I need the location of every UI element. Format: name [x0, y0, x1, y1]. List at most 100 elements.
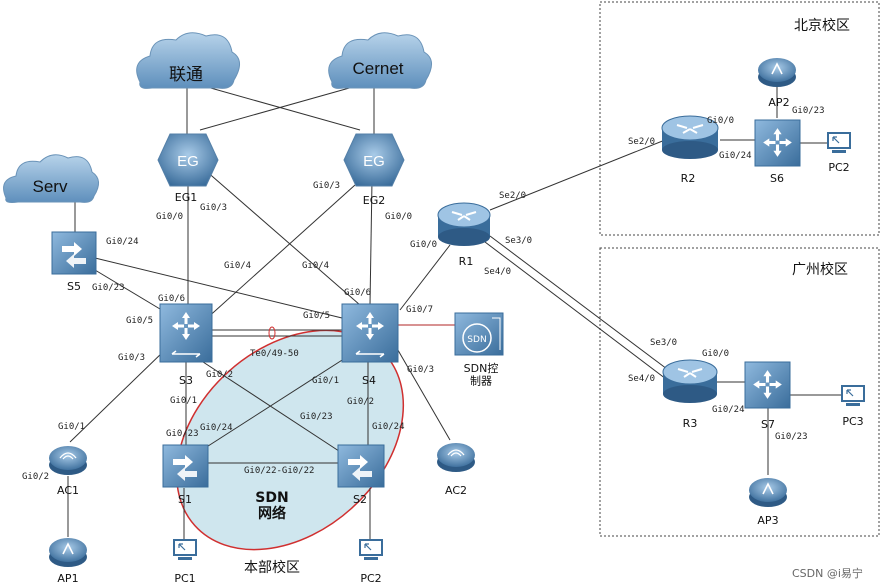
pc3-label: PC3: [842, 415, 863, 428]
port-label: Gi0/3: [118, 353, 145, 363]
port-label: Gi0/2: [206, 370, 233, 380]
l3-switch-icon: [744, 361, 791, 409]
router-icon: [662, 359, 718, 403]
access-point-icon: [437, 443, 475, 472]
cernet-cloud: Cernet: [328, 32, 432, 89]
port-label: Gi0/22-Gi0/22: [244, 466, 314, 476]
s2-device: S2: [337, 444, 385, 506]
port-label: Gi0/1: [170, 396, 197, 406]
access-point-icon: [749, 478, 787, 507]
eg1-device: EG EG1: [157, 133, 219, 204]
firewall-icon: [343, 133, 405, 187]
ap2-device: AP2: [758, 58, 796, 109]
pc3-device: PC3: [841, 385, 865, 428]
port-label: Gi0/3: [407, 365, 434, 375]
port-label: Gi0/2: [22, 472, 49, 482]
s3-device: S3: [159, 303, 213, 387]
port-label: Gi0/7: [406, 305, 433, 315]
access-point-icon: [758, 58, 796, 87]
ac2-device: AC2: [437, 443, 475, 497]
port-label: Gi0/4: [224, 261, 251, 271]
s4-label: S4: [362, 374, 376, 387]
beijing-campus-frame: [599, 1, 880, 236]
port-label: Gi0/24: [372, 422, 405, 432]
eg1-icon-text: EG: [177, 153, 199, 170]
ap1-label: AP1: [57, 572, 78, 585]
port-label: Gi0/24: [200, 423, 233, 433]
pc-icon: [359, 539, 383, 560]
port-label: Gi0/3: [313, 181, 340, 191]
access-point-icon: [49, 538, 87, 567]
aggregation-mark: [268, 326, 276, 340]
port-label: Gi0/23: [92, 283, 125, 293]
sdn-icon-text: SDN: [467, 335, 486, 345]
s1-device: S1: [162, 444, 209, 506]
s5-label: S5: [67, 280, 81, 293]
pc-icon: [841, 385, 865, 406]
port-label: Gi0/0: [410, 240, 437, 250]
s6-label: S6: [770, 172, 784, 185]
port-label: Se2/0: [499, 191, 526, 201]
s6-device: S6: [754, 119, 801, 185]
r1-label: R1: [459, 255, 474, 268]
ac1-label: AC1: [57, 484, 79, 497]
ac2-label: AC2: [445, 484, 467, 497]
cloud-icon: [328, 32, 432, 89]
pc1-label: PC1: [174, 572, 195, 585]
l3-switch-icon: [341, 303, 399, 363]
l2-switch-icon: [162, 444, 209, 488]
r1-device: R1: [437, 202, 491, 268]
port-label: Se3/0: [650, 338, 677, 348]
cernet-label: Cernet: [352, 59, 403, 78]
eg2-icon-text: EG: [363, 153, 385, 170]
port-label: Gi0/5: [126, 316, 153, 326]
pc2-beijing-device: PC2: [827, 132, 851, 174]
port-label: Gi0/1: [312, 376, 339, 386]
port-label: Gi0/6: [344, 288, 371, 298]
port-label: Se4/0: [484, 267, 511, 277]
firewall-icon: [157, 133, 219, 187]
r3-label: R3: [683, 417, 698, 430]
port-label: Gi0/0: [156, 212, 183, 222]
serv-label: Serv: [33, 177, 68, 196]
eg2-device: EG EG2: [343, 133, 405, 207]
port-label: Se2/0: [628, 137, 655, 147]
s4-device: S4: [341, 303, 399, 387]
sdn-controller-device: SDN SDN控制器: [454, 312, 504, 388]
unicom-label: 联通: [169, 65, 203, 84]
watermark: CSDN @i易宁: [792, 566, 863, 580]
serv-cloud: Serv: [3, 154, 99, 203]
pc2-sdn-device: PC2: [359, 539, 383, 585]
ap1-device: AP1: [49, 538, 87, 585]
port-label: Gi0/23: [300, 412, 333, 422]
s1-label: S1: [178, 493, 192, 506]
pc-icon: [173, 539, 197, 560]
ap3-label: AP3: [757, 514, 778, 527]
l3-switch-icon: [754, 119, 801, 167]
ap3-device: AP3: [749, 478, 787, 527]
s3-label: S3: [179, 374, 193, 387]
eg2-label: EG2: [363, 194, 385, 207]
r2-label: R2: [681, 172, 696, 185]
sdn-controller-icon: SDN: [454, 312, 504, 356]
port-labels: Gi0/0 Gi0/3 Gi0/3 Gi0/0 Gi0/24 Gi0/23 Gi…: [22, 106, 825, 482]
port-label: Gi0/3: [200, 203, 227, 213]
links: [67, 84, 842, 540]
port-label: Gi0/2: [347, 397, 374, 407]
pc2-beijing-label: PC2: [828, 161, 849, 174]
port-label: Gi0/24: [719, 151, 752, 161]
r2-device: R2: [661, 115, 719, 185]
port-label: Gi0/5: [303, 311, 330, 321]
port-label: Gi0/0: [702, 349, 729, 359]
router-icon: [437, 202, 491, 246]
port-label: Gi0/1: [58, 422, 85, 432]
port-label: Gi0/4: [302, 261, 329, 271]
cloud-icon: [3, 154, 99, 203]
cloud-icon: [136, 32, 240, 89]
port-label: Se3/0: [505, 236, 532, 246]
s7-device: S7: [744, 361, 791, 431]
port-label: Gi0/0: [707, 116, 734, 126]
pc-icon: [827, 132, 851, 153]
